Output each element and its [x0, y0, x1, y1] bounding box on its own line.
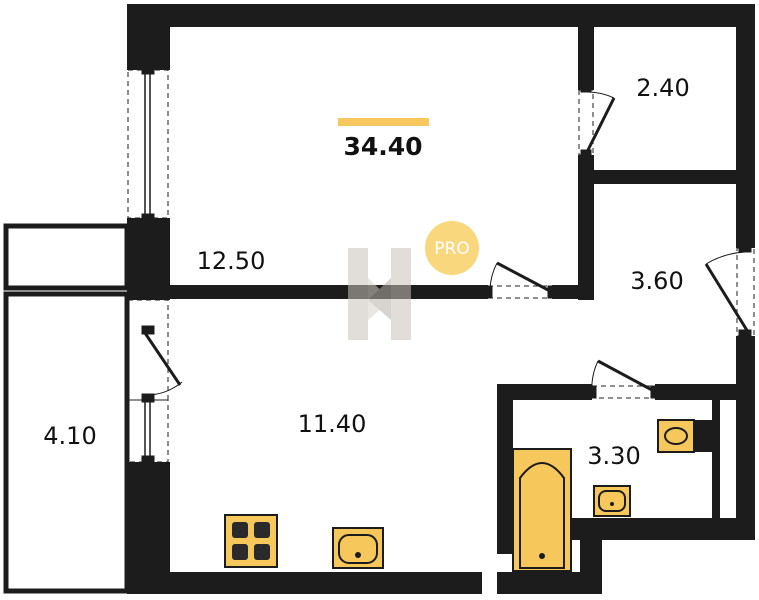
toilet-icon: [657, 419, 712, 453]
pro-badge: PRO: [425, 221, 479, 275]
pro-badge-text: PRO: [434, 239, 469, 259]
bathroom-sink-icon: [593, 485, 631, 517]
room-area-main-room: 12.50: [197, 247, 266, 275]
total-area-label: 34.40: [343, 132, 422, 161]
total-area-accent-bar: [338, 118, 429, 126]
balcony-outline: [3, 223, 130, 594]
bathtub-icon: [512, 448, 572, 572]
room-area-bathroom: 3.30: [587, 442, 640, 470]
room-area-kitchen: 11.40: [298, 410, 367, 438]
kitchen-sink-icon: [332, 527, 384, 569]
doors: [127, 83, 755, 403]
room-area-hallway: 3.60: [630, 267, 683, 295]
stove-icon: [224, 514, 278, 568]
windows: [127, 65, 169, 465]
room-area-storage: 2.40: [636, 74, 689, 102]
room-area-balcony: 4.10: [43, 422, 96, 450]
watermark-logo-icon: [348, 248, 411, 340]
